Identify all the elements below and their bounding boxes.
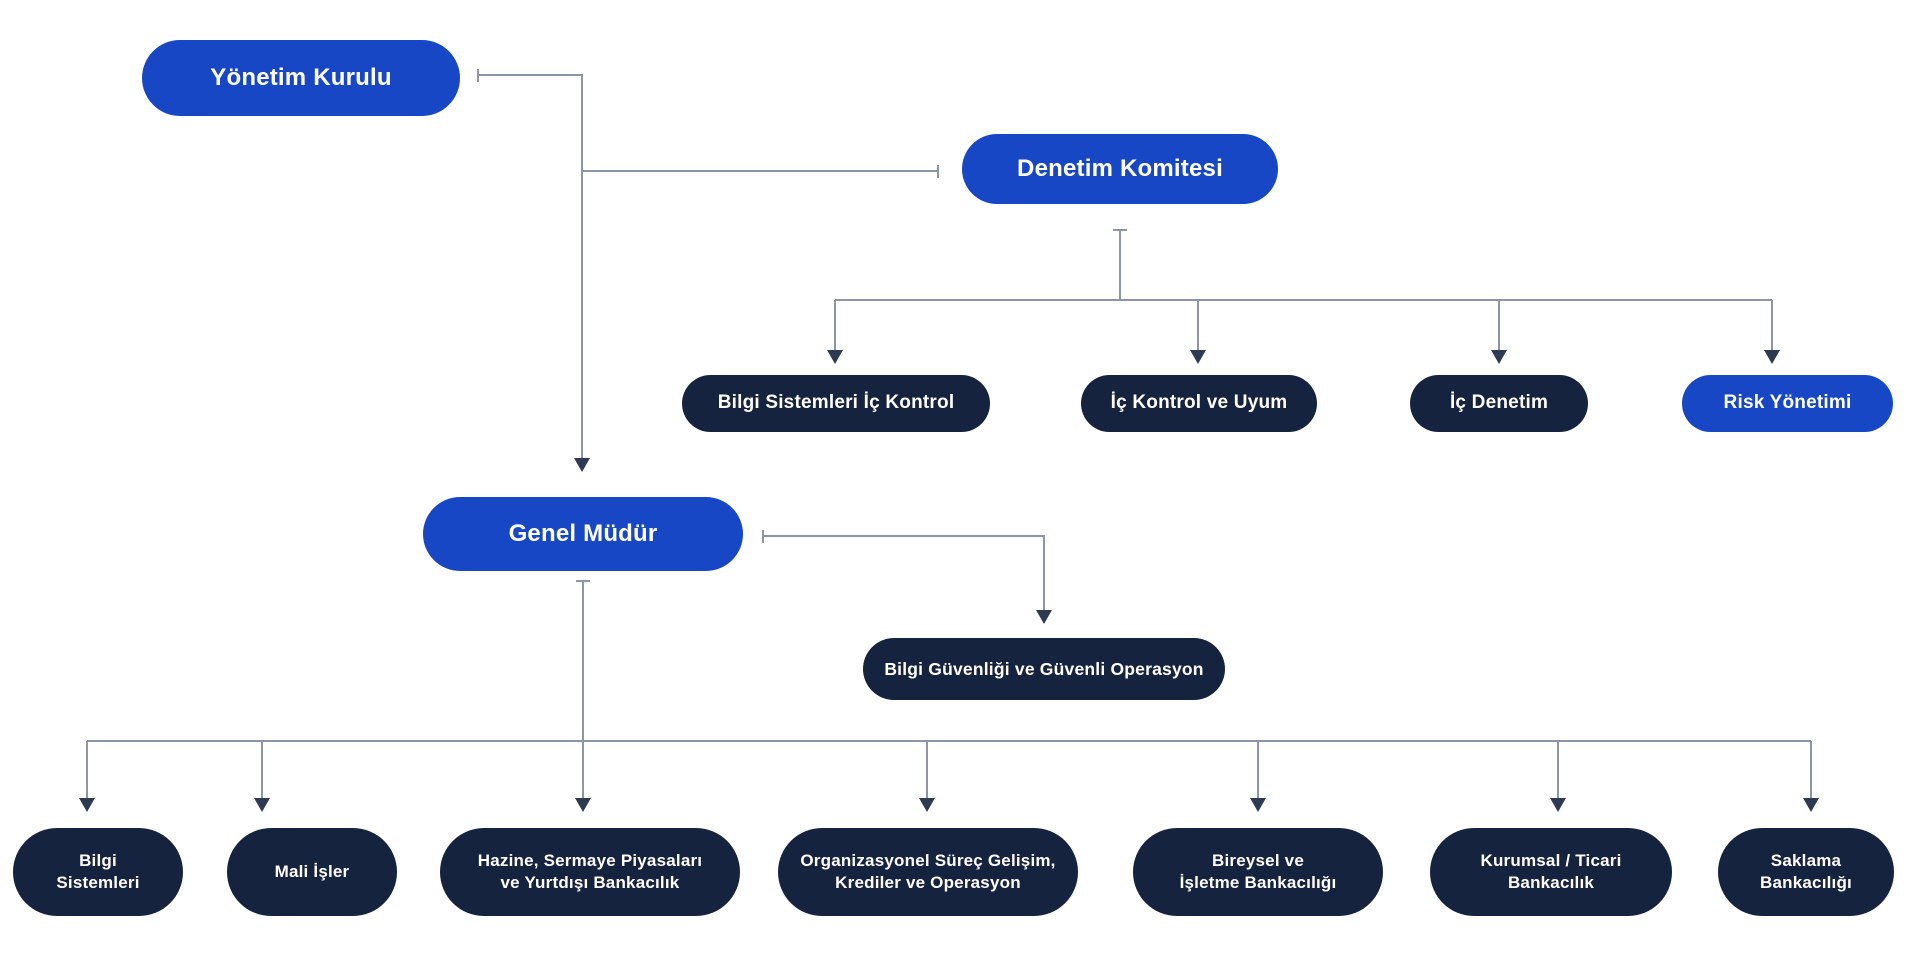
node-label: Organizasyonel Süreç Gelişim, Krediler v…: [800, 850, 1056, 892]
connector-genel-mudur-to-bottom-row: [79, 580, 1819, 812]
node-label: Bilgi Sistemleri: [56, 850, 140, 892]
node-label: Hazine, Sermaye Piyasaları ve Yurtdışı B…: [477, 850, 703, 892]
node-ic-denetim: İç Denetim: [1410, 375, 1588, 432]
node-label: İç Kontrol ve Uyum: [1110, 392, 1288, 414]
node-kurumsal-ticari-bankacilik: Kurumsal / Ticari Bankacılık: [1430, 828, 1672, 916]
node-yonetim-kurulu: Yönetim Kurulu: [142, 40, 460, 116]
node-ic-kontrol-ve-uyum: İç Kontrol ve Uyum: [1081, 375, 1317, 432]
node-saklama-bankaciligi: Saklama Bankacılığı: [1718, 828, 1894, 916]
node-label: Bilgi Sistemleri İç Kontrol: [717, 392, 955, 414]
node-label: Mali İşler: [274, 861, 350, 881]
node-bilgi-guvenligi-ve-guvenli-operasyon: Bilgi Güvenliği ve Güvenli Operasyon: [863, 638, 1225, 700]
node-label: Saklama Bankacılığı: [1760, 850, 1852, 892]
node-bilgi-sistemleri-ic-kontrol: Bilgi Sistemleri İç Kontrol: [682, 375, 990, 432]
node-hazine-sermaye-piyasalari: Hazine, Sermaye Piyasaları ve Yurtdışı B…: [440, 828, 740, 916]
node-label: Bireysel ve İşletme Bankacılığı: [1179, 850, 1337, 892]
node-label: Denetim Komitesi: [1017, 155, 1223, 183]
node-label: Risk Yönetimi: [1723, 392, 1852, 414]
node-mali-isler: Mali İşler: [227, 828, 397, 916]
connector-denetim-to-audit-row: [827, 229, 1780, 364]
node-label: İç Denetim: [1449, 392, 1549, 414]
node-label: Bilgi Güvenliği ve Güvenli Operasyon: [884, 658, 1204, 679]
node-denetim-komitesi: Denetim Komitesi: [962, 134, 1278, 204]
connector-yonetim-to-denetim: [582, 165, 939, 178]
node-bilgi-sistemleri: Bilgi Sistemleri: [13, 828, 183, 916]
node-label: Kurumsal / Ticari Bankacılık: [1480, 850, 1622, 892]
node-risk-yonetimi: Risk Yönetimi: [1682, 375, 1893, 432]
node-bireysel-ve-isletme-bankaciligi: Bireysel ve İşletme Bankacılığı: [1133, 828, 1383, 916]
node-genel-mudur: Genel Müdür: [423, 497, 743, 571]
connector-yonetim-to-genel-mudur: [477, 69, 590, 472]
node-label: Yönetim Kurulu: [210, 64, 392, 92]
node-organizasyonel-surec-gelisim: Organizasyonel Süreç Gelişim, Krediler v…: [778, 828, 1078, 916]
connector-genel-mudur-to-bilgi-guvenligi: [762, 530, 1052, 624]
node-label: Genel Müdür: [508, 520, 658, 548]
